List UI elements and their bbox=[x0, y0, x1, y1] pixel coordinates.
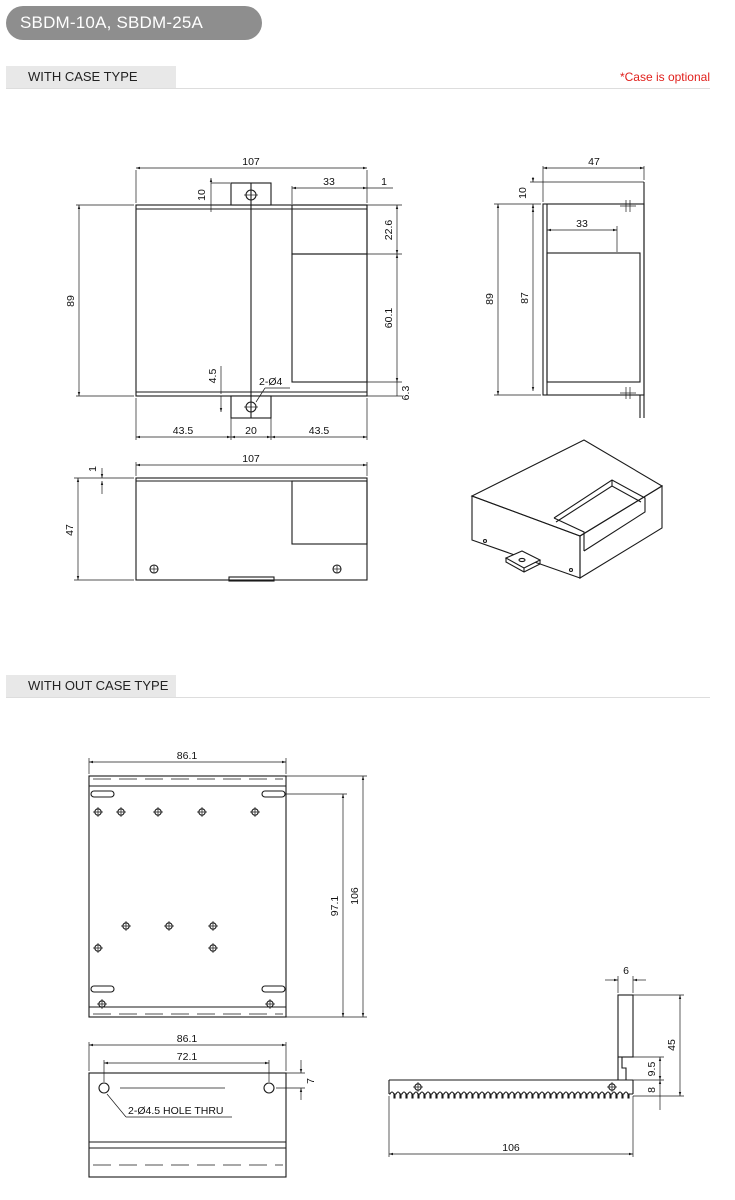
dim-plate-side-width: 86.1 bbox=[177, 1033, 198, 1045]
dim-plate-side-hole: 2-Ø4.5 HOLE THRU bbox=[128, 1105, 224, 1117]
section-divider bbox=[6, 88, 710, 89]
section-tab-with-case: WITH CASE TYPE bbox=[6, 66, 176, 88]
dim-front-bottom-right: 43.5 bbox=[309, 425, 330, 437]
bottom-view: 107 1 47 bbox=[64, 453, 368, 582]
dim-plate-97-1: 97.1 bbox=[329, 896, 341, 917]
dim-heatsink-8: 8 bbox=[646, 1087, 658, 1093]
dim-side-inner-33: 33 bbox=[576, 218, 588, 230]
dim-plate-side-7: 7 bbox=[305, 1078, 317, 1084]
dim-front-60-1: 60.1 bbox=[383, 308, 395, 329]
dim-side-width-47: 47 bbox=[588, 156, 600, 168]
plate-side-view: 86.1 72.1 7 2-Ø4.5 HOLE THRU bbox=[88, 1033, 317, 1178]
dim-front-bottom-left: 43.5 bbox=[173, 425, 194, 437]
dim-bottom-gap-1: 1 bbox=[87, 466, 99, 472]
dim-front-gap-1: 1 bbox=[381, 176, 387, 188]
dim-front-height-89: 89 bbox=[65, 295, 77, 307]
dim-side-87: 87 bbox=[519, 292, 531, 304]
dim-bottom-height-47: 47 bbox=[64, 524, 76, 536]
dim-front-6-3: 6.3 bbox=[400, 386, 412, 401]
dim-side-89: 89 bbox=[484, 293, 496, 305]
dim-front-bottom-mid: 20 bbox=[245, 425, 257, 437]
dim-front-width: 107 bbox=[242, 156, 260, 168]
dim-heatsink-9-5: 9.5 bbox=[646, 1062, 658, 1077]
dim-front-top-10: 10 bbox=[196, 189, 208, 201]
dim-heatsink-45: 45 bbox=[666, 1039, 678, 1051]
dim-bottom-width: 107 bbox=[242, 453, 260, 465]
section-tab-without-case: WITH OUT CASE TYPE bbox=[6, 675, 176, 697]
dim-heatsink-length: 106 bbox=[502, 1142, 520, 1154]
section-divider bbox=[6, 697, 710, 698]
dim-plate-side-pitch: 72.1 bbox=[177, 1051, 198, 1063]
model-title-pill: SBDM-10A, SBDM-25A bbox=[6, 6, 262, 40]
dim-plate-width: 86.1 bbox=[177, 750, 198, 762]
front-view: 107 10 33 1 22.6 60.1 6.3 89 4.5 2 bbox=[65, 156, 412, 440]
dim-plate-106: 106 bbox=[349, 887, 361, 905]
dim-front-4-5: 4.5 bbox=[207, 369, 219, 384]
dim-front-window-33: 33 bbox=[323, 176, 335, 188]
dim-front-22-6: 22.6 bbox=[383, 220, 395, 241]
plate-top-view: 86.1 97.1 106 bbox=[88, 750, 367, 1018]
isometric-view bbox=[470, 439, 664, 579]
side-view: 47 10 33 89 87 bbox=[484, 156, 645, 418]
dim-side-top-10: 10 bbox=[517, 187, 529, 199]
screw-hole-icons bbox=[93, 807, 275, 1009]
dim-front-hole: 2-Ø4 bbox=[259, 376, 283, 388]
dim-heatsink-6: 6 bbox=[623, 965, 629, 977]
case-optional-note: *Case is optional bbox=[619, 70, 710, 84]
heatsink-view: 6 45 9.5 8 106 bbox=[388, 965, 684, 1157]
